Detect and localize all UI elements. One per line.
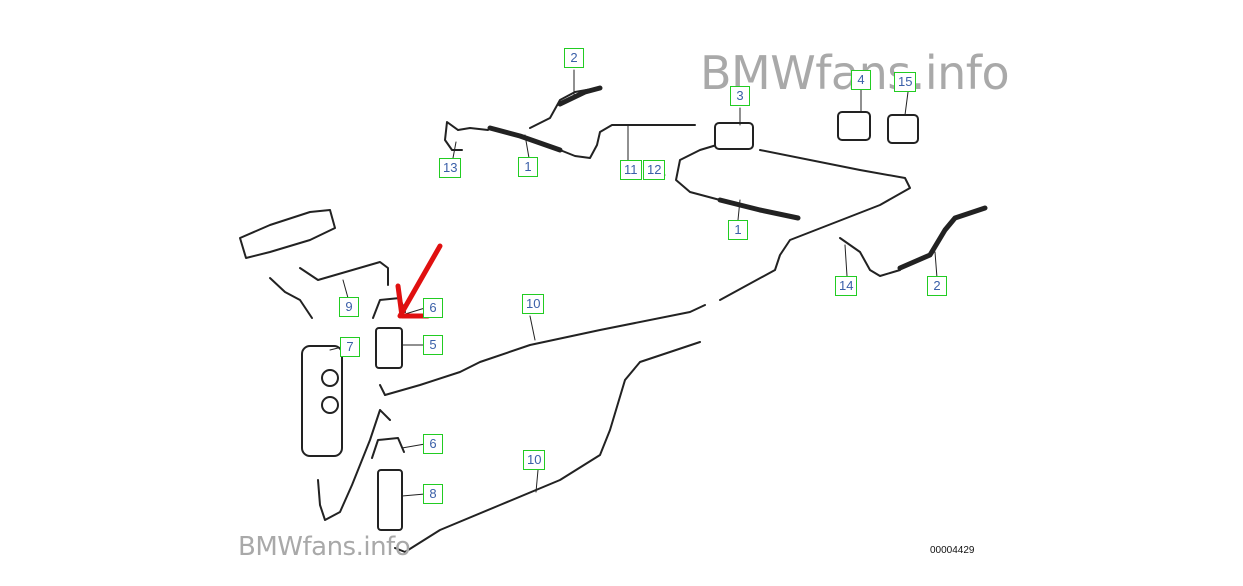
diagram-code: 00004429 <box>930 545 975 556</box>
brake-pipe <box>379 384 386 396</box>
bracket-15 <box>887 114 919 144</box>
brake-pipe <box>444 121 463 151</box>
callout-part-8[interactable]: 8 <box>423 484 443 504</box>
brake-pipe <box>394 341 701 553</box>
brake-pipe <box>559 124 696 159</box>
master-cylinder <box>239 209 336 259</box>
tee-fitting-3 <box>714 122 754 150</box>
pressure-limiter-8 <box>377 469 403 531</box>
brake-pipe <box>839 237 901 277</box>
callout-part-2[interactable]: 2 <box>927 276 947 296</box>
brake-hose <box>487 125 563 153</box>
leader-line <box>329 69 938 497</box>
brake-hose <box>897 205 988 271</box>
callout-part-15[interactable]: 15 <box>894 72 917 92</box>
brake-pipe <box>269 277 313 319</box>
brake-pipe <box>457 127 489 131</box>
brake-pipe <box>719 149 911 301</box>
brake-pipe <box>317 409 391 521</box>
brake-hose <box>557 85 603 107</box>
callout-part-13[interactable]: 13 <box>439 158 462 178</box>
callout-part-14[interactable]: 14 <box>835 276 858 296</box>
callout-part-9[interactable]: 9 <box>339 297 359 317</box>
callout-part-10[interactable]: 10 <box>522 294 545 314</box>
brake-hose <box>717 197 801 221</box>
callout-part-1[interactable]: 1 <box>728 220 748 240</box>
callout-part-6[interactable]: 6 <box>423 434 443 454</box>
callout-part-7[interactable]: 7 <box>340 337 360 357</box>
callout-part-5[interactable]: 5 <box>423 335 443 355</box>
pressure-limiter-5 <box>375 327 403 369</box>
watermark: BMWfans.info <box>238 532 411 562</box>
callout-part-4[interactable]: 4 <box>851 70 871 90</box>
callout-part-6[interactable]: 6 <box>423 298 443 318</box>
clip-6 <box>371 437 405 459</box>
callout-part-10[interactable]: 10 <box>523 450 546 470</box>
highlight-arrow <box>395 243 443 319</box>
callout-part-11[interactable]: 11 <box>620 160 642 180</box>
brake-pipe <box>384 304 706 396</box>
bracket-4 <box>837 111 871 141</box>
brake-pipe <box>675 137 741 201</box>
callout-part-3[interactable]: 3 <box>730 86 750 106</box>
brake-pipe <box>299 261 389 286</box>
brake-pipe <box>529 87 599 129</box>
callout-part-2[interactable]: 2 <box>564 48 584 68</box>
callout-part-12[interactable]: 12 <box>643 160 666 180</box>
callout-part-1[interactable]: 1 <box>518 157 538 177</box>
